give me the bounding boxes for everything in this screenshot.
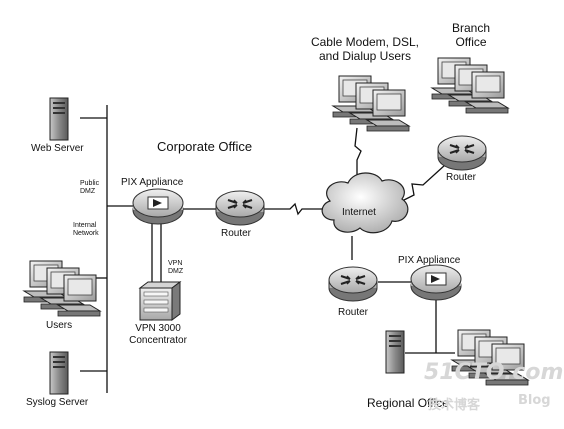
users-label: Users (46, 320, 73, 331)
syslog-server-label: Syslog Server (26, 397, 89, 408)
watermark-blog: Blog (518, 393, 551, 408)
internet-cloud (321, 172, 409, 234)
public-dmz-label: Public DMZ (80, 180, 99, 197)
syslog-server-icon (49, 351, 69, 395)
network-links (80, 105, 455, 393)
vpn-concentrator-icon (138, 281, 182, 321)
pix-appliance-corp-icon (132, 188, 184, 225)
vpn-concentrator-label: VPN 3000 Concentrator (124, 323, 192, 346)
router-branch-icon (437, 135, 487, 171)
vpn-concentrator-line2: Concentrator (129, 334, 187, 346)
branch-office-line1: Branch (451, 21, 491, 35)
internal-network-line2: Network (73, 230, 99, 238)
vpn-dmz-line1: VPN (168, 260, 183, 267)
pix-appliance-regional-icon (410, 264, 462, 301)
remote-users-line2: and Dialup Users (318, 48, 412, 63)
remote-users-label: Cable Modem, DSL, and Dialup Users (302, 35, 428, 64)
pix-appliance-regional-label: PIX Appliance (398, 255, 461, 266)
vpn-dmz-label: VPN DMZ (168, 260, 183, 277)
pix-appliance-corp-label: PIX Appliance (121, 177, 184, 188)
branch-office-line2: Office (455, 34, 487, 49)
vpn-dmz-line2: DMZ (168, 268, 184, 276)
branch-office-pcs-icon (431, 57, 509, 114)
public-dmz-line2: DMZ (80, 188, 96, 196)
router-corp-icon (215, 190, 265, 226)
remote-users-line1: Cable Modem, DSL, (310, 35, 420, 49)
web-server-label: Web Server (31, 143, 84, 154)
watermark-cn: 技术博客 (428, 398, 481, 413)
regional-server-icon (385, 330, 405, 374)
router-branch-label: Router (446, 172, 477, 183)
corporate-office-label: Corporate Office (157, 139, 253, 154)
vpn-concentrator-line1: VPN 3000 (135, 323, 181, 334)
branch-office-label: Branch Office (440, 21, 502, 50)
router-regional-icon (328, 266, 378, 302)
internet-label: Internet (342, 207, 376, 218)
regional-office-label: Regional Office (367, 396, 449, 410)
remote-users-pcs-icon (332, 75, 410, 132)
public-dmz-line1: Public (80, 180, 100, 187)
router-regional-label: Router (338, 307, 369, 318)
watermark-site: 51CTO.com (424, 360, 564, 385)
internal-network-line1: Internal (73, 222, 97, 229)
users-pcs-icon (23, 260, 101, 317)
internal-network-label: Internal Network (73, 222, 99, 239)
web-server-icon (49, 97, 69, 141)
router-corp-label: Router (221, 228, 252, 239)
